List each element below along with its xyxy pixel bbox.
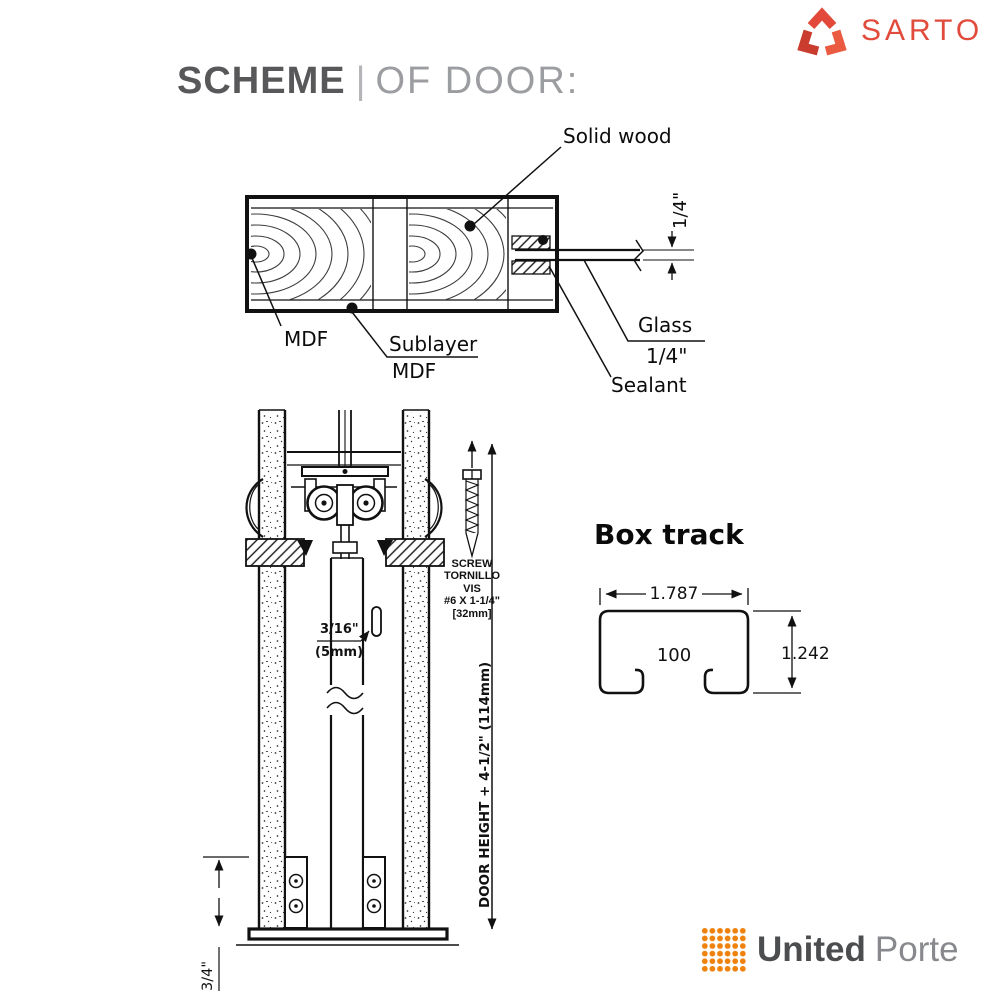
floor-guide-left — [284, 856, 308, 929]
box-track-title: Box track — [594, 518, 744, 551]
screw-label-line5: [32mm] — [452, 607, 492, 620]
slot-dim-line1: 3/16" — [320, 622, 359, 637]
screw-label-line2: TORNILLO — [443, 570, 500, 583]
floor-line — [247, 927, 449, 941]
glass-label-line1: Glass — [638, 313, 693, 337]
sarto-brand-text: SARTO — [861, 14, 984, 47]
screw-label-line4: #6 X 1-1/4" — [444, 595, 500, 608]
screw-drawing — [462, 440, 482, 559]
sublayer-label-line1: Sublayer — [389, 332, 478, 356]
sarto-logo-icon — [797, 7, 847, 56]
box-track-width-dim: 1.787 — [604, 584, 744, 604]
glass-label-line2: 1/4" — [646, 344, 688, 368]
box-track-model: 100 — [656, 645, 692, 666]
box-track-height-dim: 1.242 — [781, 644, 830, 664]
mdf-label: MDF — [284, 327, 329, 351]
door-height-dim-label: DOOR HEIGHT + 4-1/2" (114mm) — [477, 661, 493, 908]
screw-label-line3: VIS — [463, 582, 481, 595]
sealant-channel-bottom — [511, 260, 551, 275]
box-track-profile — [598, 588, 801, 695]
door-cross-section — [245, 146, 705, 378]
adjustment-slot — [371, 606, 382, 637]
floor-gap-dim-label: 3/4" — [200, 960, 216, 991]
mechanism-section — [203, 409, 497, 991]
screw-label-line1: SCREW — [451, 558, 493, 570]
page-title: SCHEME|OF DOOR: — [177, 60, 579, 103]
sarto-logo: SARTO — [795, 5, 983, 57]
glass-thickness-dim-label: 1/4" — [670, 191, 691, 229]
page-title-main: SCHEME — [177, 60, 346, 102]
wood-grain-right — [409, 209, 506, 300]
united-porte-icon — [701, 927, 746, 972]
sealant-anchor-dot — [538, 235, 548, 245]
solid-wood-label: Solid wood — [563, 124, 672, 148]
united-porte-wordmark: United Porte — [757, 930, 959, 970]
united-porte-word2: Porte — [874, 929, 959, 969]
glass-break-symbol — [633, 239, 644, 272]
page-title-divider: | — [355, 60, 366, 102]
floor-guide-right — [362, 856, 386, 929]
mdf-anchor-dot — [245, 248, 257, 260]
solid-wood-anchor-dot — [464, 220, 476, 232]
screw-callout: SCREW TORNILLO VIS #6 X 1-1/4" [32mm] — [426, 558, 518, 620]
panel-break-symbol — [326, 686, 364, 700]
sublayer-anchor-dot — [346, 302, 358, 314]
page-title-sub: OF DOOR: — [375, 60, 580, 102]
united-porte-logo: United Porte — [701, 927, 959, 972]
slot-dim-line2: (5mm) — [315, 645, 364, 660]
united-porte-word1: United — [757, 929, 866, 969]
sealant-label: Sealant — [611, 373, 687, 397]
wood-grain-left — [251, 209, 371, 300]
sublayer-label-line2: MDF — [392, 359, 437, 383]
